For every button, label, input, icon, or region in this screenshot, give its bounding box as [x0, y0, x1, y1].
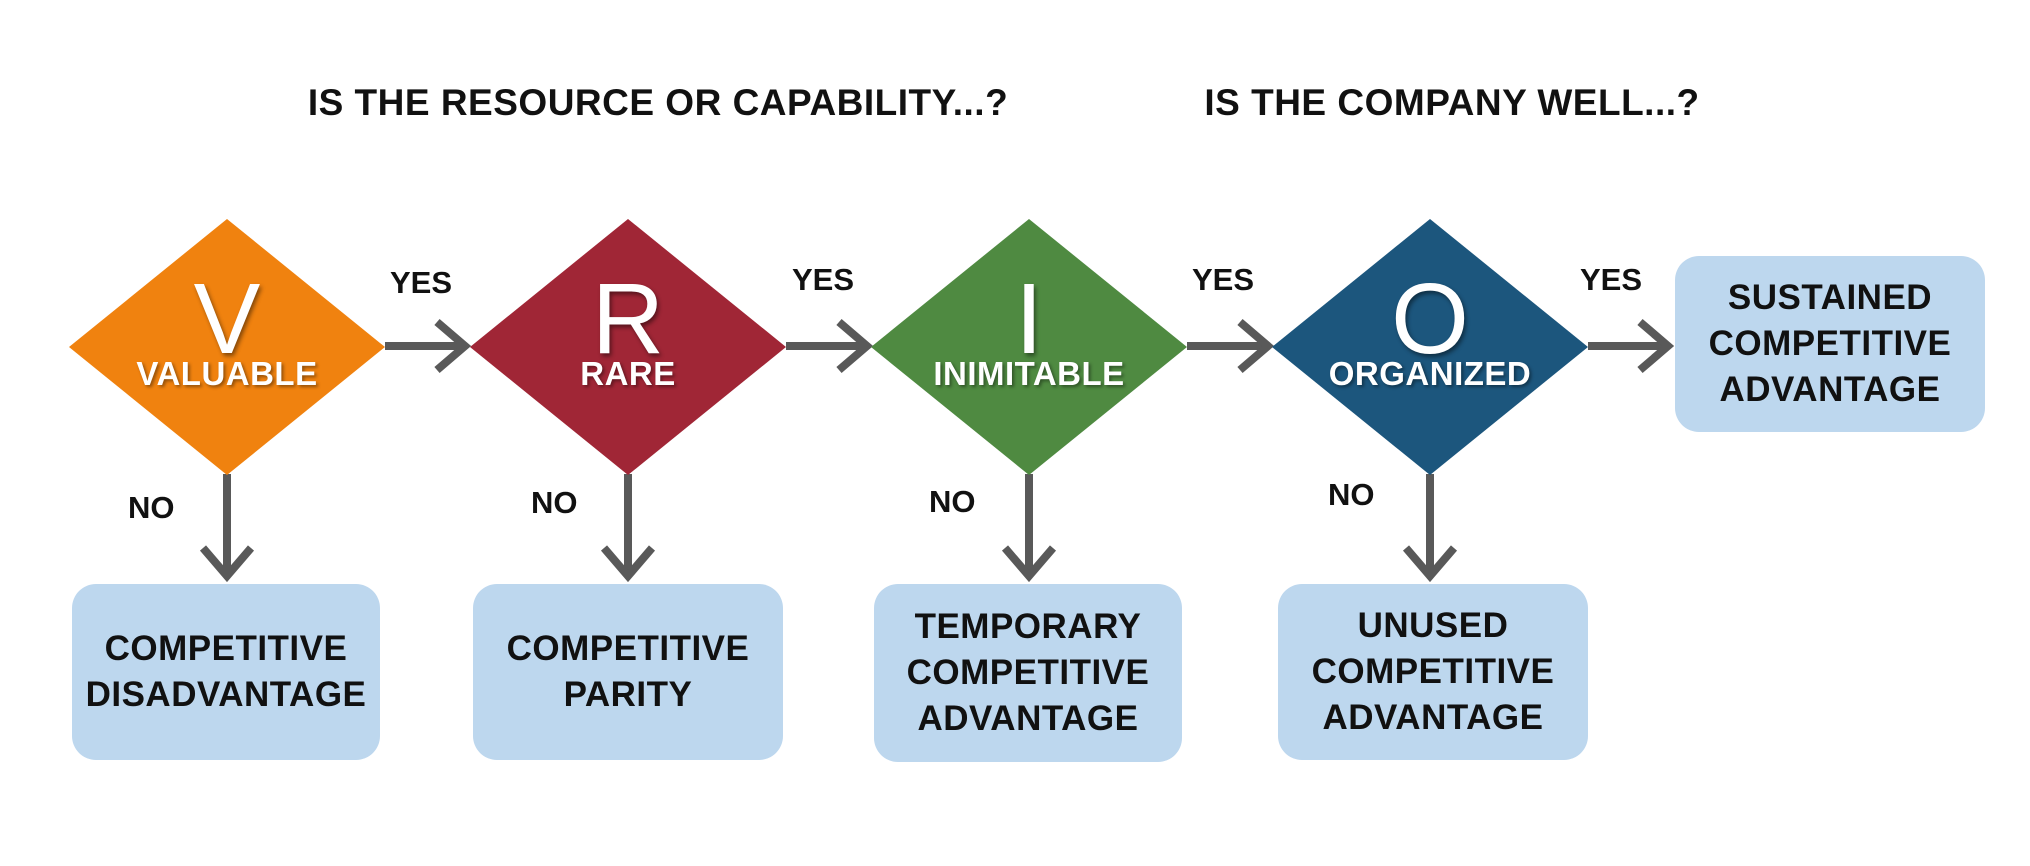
outcome-line: SUSTAINED — [1727, 278, 1933, 317]
yes-arrow-i-o — [1187, 318, 1275, 374]
outcome-line: ADVANTAGE — [1719, 370, 1941, 409]
outcome-competitive-disadvantage: COMPETITIVE DISADVANTAGE — [72, 584, 380, 760]
outcome-unused-competitive-advantage: UNUSED COMPETITIVE ADVANTAGE — [1278, 584, 1588, 760]
outcome-sustained-competitive-advantage: SUSTAINED COMPETITIVE ADVANTAGE — [1675, 256, 1985, 432]
diamond-letter-o: O — [1391, 263, 1469, 375]
outcome-line: COMPETITIVE — [506, 629, 750, 668]
diamond-letter-r: R — [591, 263, 665, 375]
diamond-letter-v: V — [193, 263, 261, 375]
outcome-line: DISADVANTAGE — [85, 675, 367, 714]
no-label-i: NO — [929, 484, 976, 519]
yes-label-v: YES — [390, 265, 453, 300]
heading-resource-question: IS THE RESOURCE OR CAPABILITY...? — [307, 82, 1009, 123]
no-arrow-v — [199, 474, 255, 583]
no-arrow-i — [1001, 474, 1057, 583]
yes-arrow-r-i — [786, 318, 874, 374]
diamond-label-valuable: VALUABLE — [136, 355, 318, 392]
diamond-letter-i: I — [1015, 263, 1043, 375]
yes-arrow-v-r — [385, 318, 472, 374]
outcome-line: COMPETITIVE — [906, 653, 1150, 692]
yes-label-r: YES — [792, 262, 855, 297]
yes-arrow-o-final — [1588, 318, 1675, 374]
diamond-label-organized: ORGANIZED — [1328, 355, 1532, 392]
no-label-o: NO — [1328, 477, 1375, 512]
outcome-line: UNUSED — [1357, 606, 1509, 645]
no-arrow-r — [600, 474, 656, 583]
no-label-r: NO — [531, 485, 578, 520]
outcome-line: COMPETITIVE — [104, 629, 348, 668]
no-arrow-o — [1402, 474, 1458, 583]
outcome-line: COMPETITIVE — [1311, 652, 1555, 691]
no-label-v: NO — [128, 490, 175, 525]
yes-label-i: YES — [1192, 262, 1255, 297]
yes-label-o: YES — [1580, 262, 1643, 297]
outcome-line: ADVANTAGE — [1322, 698, 1544, 737]
outcome-line: TEMPORARY — [914, 607, 1142, 646]
diamond-label-rare: RARE — [580, 355, 676, 392]
outcome-temporary-competitive-advantage: TEMPORARY COMPETITIVE ADVANTAGE — [874, 584, 1182, 762]
diamond-label-inimitable: INIMITABLE — [933, 355, 1125, 392]
outcome-competitive-parity: COMPETITIVE PARITY — [473, 584, 783, 760]
outcome-line: ADVANTAGE — [917, 699, 1139, 738]
outcome-line: COMPETITIVE — [1708, 324, 1952, 363]
heading-company-question: IS THE COMPANY WELL...? — [1204, 82, 1700, 123]
outcome-line: PARITY — [563, 675, 693, 714]
